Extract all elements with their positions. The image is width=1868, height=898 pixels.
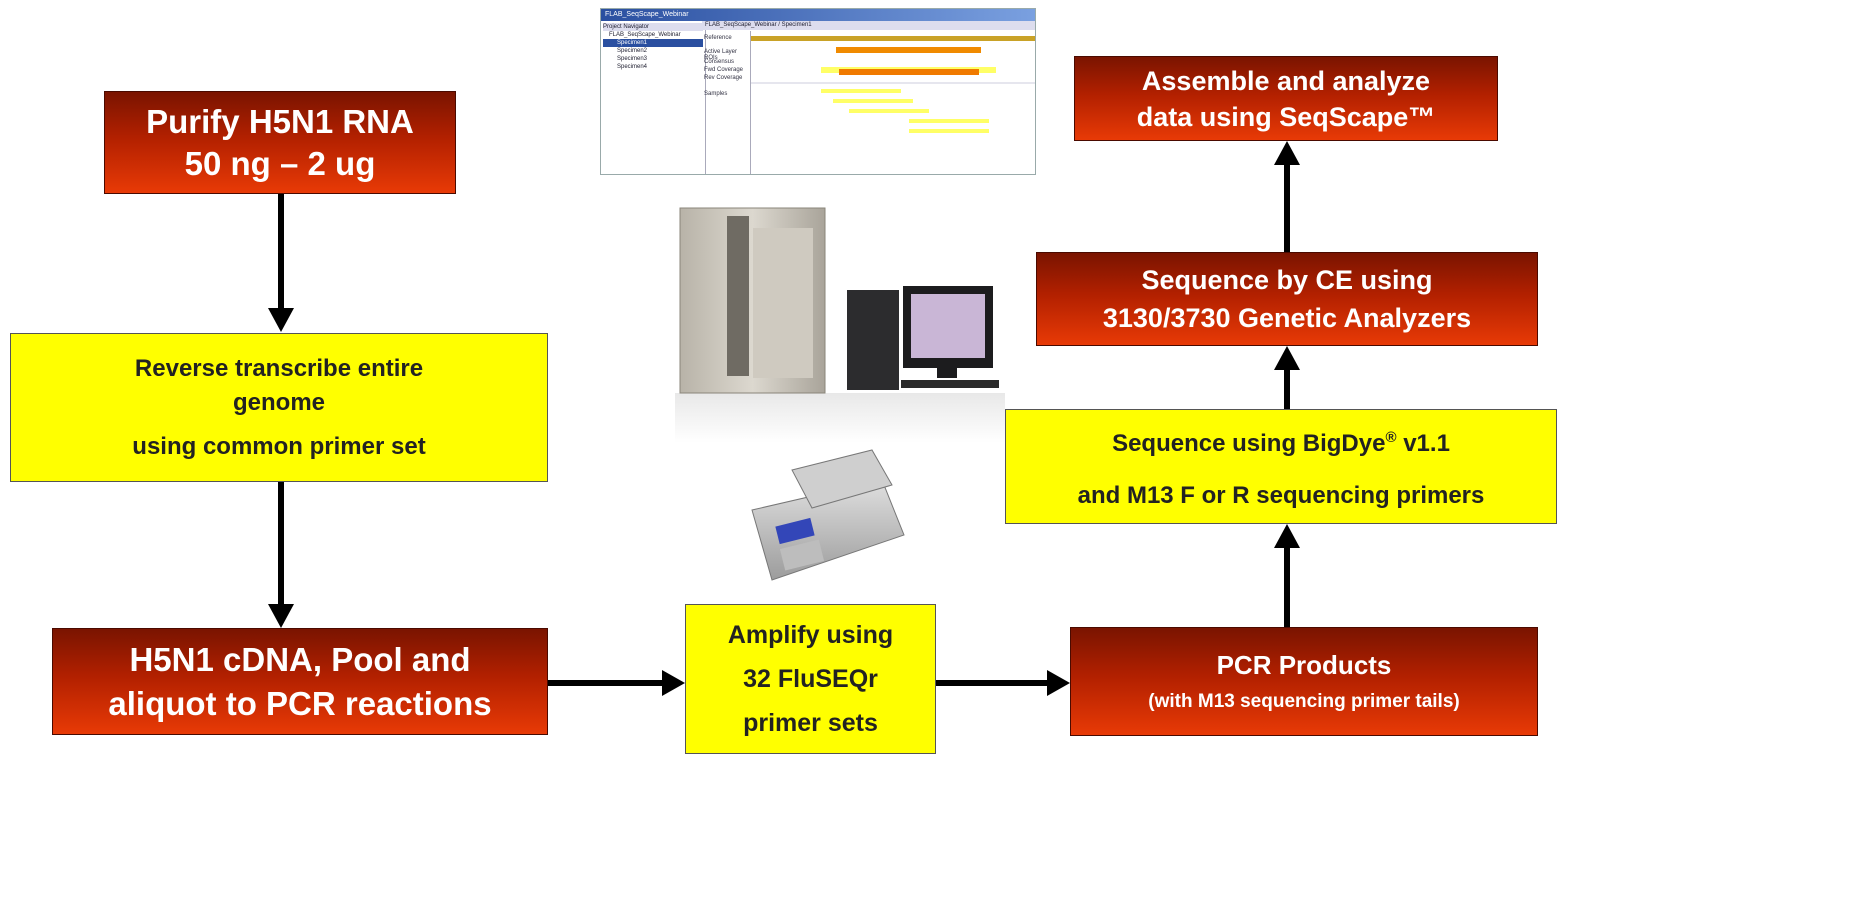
- step-reverse-line3: using common primer set: [132, 432, 426, 460]
- sample-bar: [833, 99, 913, 103]
- analyzer-door: [727, 216, 749, 376]
- step-bigdye-line1: Sequence using BigDye® v1.1: [1112, 421, 1450, 461]
- row-label: Consensus: [704, 59, 735, 65]
- arrowhead-amplify-pcr: [1047, 670, 1070, 696]
- keyboard: [901, 380, 999, 388]
- step-amplify-line2: 32 FluSEQr: [743, 665, 878, 693]
- step-ce-line2: 3130/3730 Genetic Analyzers: [1102, 303, 1472, 333]
- arrowhead-cdna-amplify: [662, 670, 685, 696]
- step-pcr-line1: PCR Products: [1216, 649, 1392, 680]
- step-ce-sequence: Sequence by CE using 3130/3730 Genetic A…: [1036, 252, 1538, 346]
- step-purify-line1: Purify H5N1 RNA: [146, 102, 414, 140]
- seqscape-tracks: [751, 36, 1035, 133]
- seqscape-screenshot: FLAB_SeqScape_Webinar Project Navigator …: [600, 8, 1036, 175]
- roi-bar: [836, 47, 981, 53]
- sample-bar: [849, 109, 929, 113]
- seqscape-titlebar: FLAB_SeqScape_Webinar: [601, 9, 1035, 21]
- step-cdna-line1: H5N1 cDNA, Pool and: [129, 640, 471, 678]
- step-bigdye-sequence: Sequence using BigDye® v1.1 and M13 F or…: [1005, 409, 1557, 524]
- tree-item: Specimen2: [617, 48, 648, 54]
- registered-mark: ®: [1385, 428, 1397, 446]
- step-bigdye-line1-pre: Sequence using BigDye: [1112, 429, 1386, 457]
- step-amplify-line3: primer sets: [743, 709, 878, 737]
- sample-bar: [909, 119, 989, 123]
- thermal-cycler-image: [751, 449, 905, 581]
- step-purify-line2: 50 ng – 2 ug: [184, 144, 376, 182]
- step-reverse-line2: genome: [232, 388, 325, 416]
- step-cdna-line2: aliquot to PCR reactions: [108, 684, 492, 722]
- seqscape-header-text: FLAB_SeqScape_Webinar / Specimen1: [705, 22, 812, 28]
- step-amplify-line1: Amplify using: [727, 621, 894, 649]
- step-reverse-line1: Reverse transcribe entire: [134, 354, 424, 382]
- step-cdna-pool: H5N1 cDNA, Pool and aliquot to PCR react…: [52, 628, 548, 735]
- arrowhead-reverse-cdna: [268, 604, 294, 628]
- arrowhead-ce-assemble: [1274, 141, 1300, 165]
- arrowhead-bigdye-ce: [1274, 346, 1300, 370]
- row-label: Active Layer ROIs: [704, 49, 738, 61]
- step-assemble-line2: data using SeqScape™: [1136, 101, 1436, 132]
- step-assemble-line1: Assemble and analyze: [1141, 65, 1431, 96]
- analyzer-panel: [753, 228, 813, 378]
- monitor-screen: [911, 294, 985, 358]
- seqscape-tree: Project Navigator FLAB_SeqScape_Webinar …: [601, 21, 706, 174]
- arrowhead-pcr-bigdye: [1274, 524, 1300, 548]
- seqscape-header: FLAB_SeqScape_Webinar / Specimen1: [702, 21, 1035, 30]
- row-label: Samples: [704, 91, 728, 97]
- reference-bar: [751, 36, 1035, 41]
- seqscape-row-labels: Reference Active Layer ROIs Consensus Fw…: [702, 31, 751, 174]
- reflection: [675, 393, 1005, 443]
- monitor-stand: [937, 368, 957, 378]
- seqscape-title: FLAB_SeqScape_Webinar: [605, 11, 689, 18]
- cycler-display: [775, 517, 815, 545]
- tree-item: Specimen4: [617, 64, 648, 70]
- step-amplify: Amplify using 32 FluSEQr primer sets: [685, 604, 936, 754]
- sample-bar: [821, 89, 901, 93]
- cycler-lid: [791, 449, 893, 509]
- cycler-keypad: [779, 539, 825, 571]
- row-label: Reference: [704, 35, 732, 41]
- genetic-analyzer-image: [675, 207, 1005, 443]
- step-bigdye-line2: and M13 F or R sequencing primers: [1077, 481, 1485, 509]
- tree-item: Specimen3: [617, 56, 648, 62]
- tree-item: FLAB_SeqScape_Webinar: [609, 32, 681, 38]
- step-ce-line1: Sequence by CE using: [1141, 265, 1433, 295]
- step-bigdye-line1-post: v1.1: [1396, 429, 1450, 457]
- rev-coverage-bar: [839, 69, 979, 75]
- arrowhead-purify-reverse: [268, 308, 294, 332]
- tree-item: Project Navigator: [603, 23, 703, 31]
- step-reverse-transcribe: Reverse transcribe entire genome using c…: [10, 333, 548, 482]
- step-pcr-line2: (with M13 sequencing primer tails): [1148, 690, 1460, 712]
- step-pcr-products: PCR Products (with M13 sequencing primer…: [1070, 627, 1538, 736]
- step-purify-rna: Purify H5N1 RNA 50 ng – 2 ug: [104, 91, 456, 194]
- row-label: Fwd Coverage: [704, 67, 744, 73]
- sample-bar: [909, 129, 989, 133]
- step-assemble-analyze: Assemble and analyze data using SeqScape…: [1074, 56, 1498, 141]
- pc-tower: [847, 290, 899, 390]
- row-label: Rev Coverage: [704, 75, 743, 81]
- tree-item: Specimen1: [603, 39, 703, 47]
